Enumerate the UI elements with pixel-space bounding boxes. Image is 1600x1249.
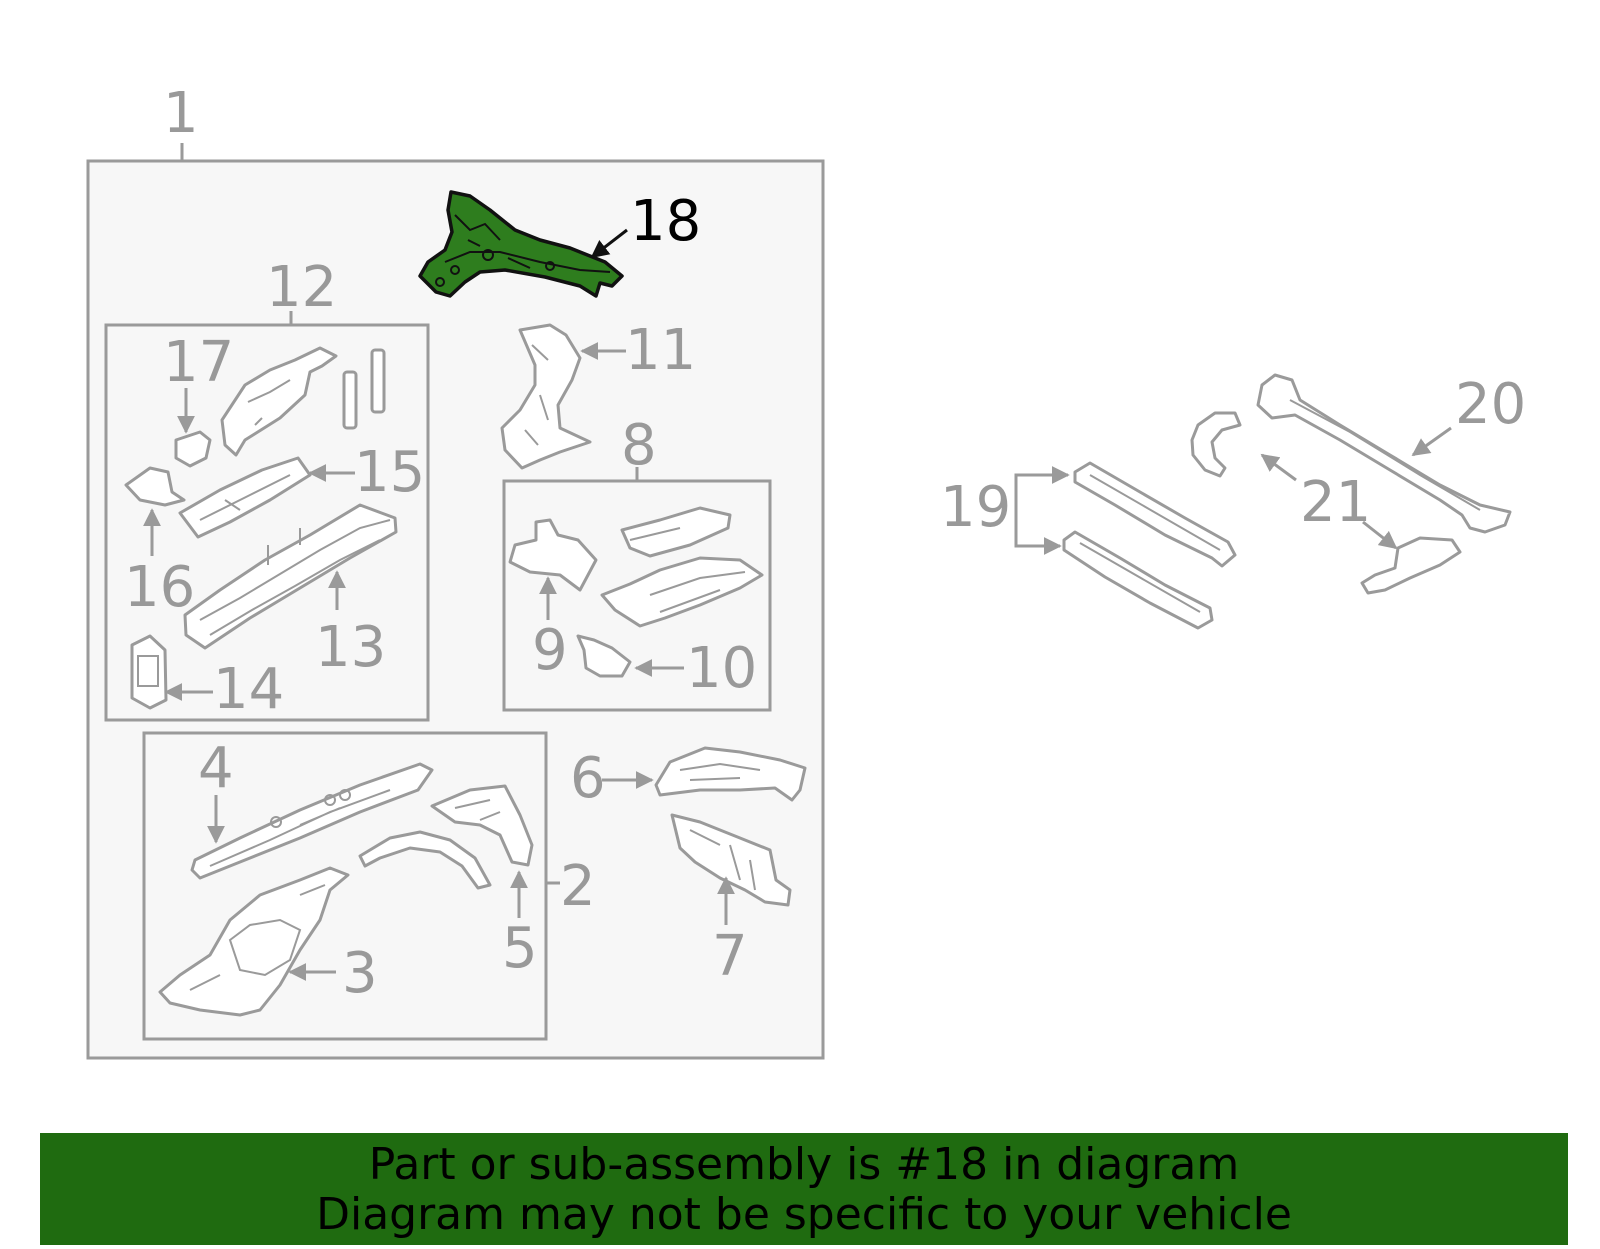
callout-20: 20	[1455, 372, 1526, 437]
callout-18: 18	[630, 189, 701, 254]
callout-8: 8	[621, 413, 657, 478]
info-banner: Part or sub-assembly is #18 in diagram D…	[40, 1133, 1568, 1245]
part-19[interactable]	[1062, 461, 1237, 630]
callout-7: 7	[712, 924, 748, 989]
callout-14: 14	[213, 657, 284, 722]
part-21[interactable]	[1190, 411, 1462, 595]
callout-19: 19	[940, 475, 1011, 540]
callout-21: 21	[1300, 470, 1371, 535]
part-12-upper-rail[interactable]	[220, 346, 386, 457]
banner-line-1: Part or sub-assembly is #18 in diagram	[368, 1139, 1240, 1190]
part-5[interactable]	[430, 784, 534, 867]
subassembly-box-12	[104, 323, 430, 722]
part-7[interactable]	[670, 813, 792, 907]
part-3[interactable]	[158, 866, 350, 1017]
subassembly-box-2	[142, 731, 548, 1041]
callout-17: 17	[163, 330, 234, 395]
callout-4: 4	[198, 736, 234, 801]
banner-line-2: Diagram may not be specific to your vehi…	[316, 1189, 1292, 1240]
part-10[interactable]	[576, 634, 632, 678]
callout-16: 16	[124, 555, 195, 620]
part-4[interactable]	[190, 762, 434, 880]
part-16[interactable]	[124, 466, 186, 507]
callout-10: 10	[686, 636, 757, 701]
callout-13: 13	[315, 615, 386, 680]
callout-6: 6	[570, 746, 606, 811]
callout-2: 2	[560, 854, 596, 919]
part-13[interactable]	[183, 503, 398, 650]
callout-3: 3	[342, 941, 378, 1006]
part-11[interactable]	[500, 323, 592, 470]
part-9[interactable]	[508, 518, 598, 592]
part-14[interactable]	[130, 634, 168, 710]
callout-11: 11	[625, 318, 696, 383]
part-2-arch[interactable]	[358, 830, 492, 890]
callout-5: 5	[502, 916, 538, 981]
part-17[interactable]	[174, 430, 212, 468]
part-8-pieces[interactable]	[600, 506, 764, 628]
part-18-highlighted[interactable]	[418, 190, 624, 298]
part-6[interactable]	[654, 746, 807, 802]
part-20[interactable]	[1256, 373, 1512, 534]
callout-15: 15	[354, 440, 425, 505]
callout-1: 1	[163, 81, 199, 146]
callout-12: 12	[266, 255, 337, 320]
callout-9: 9	[532, 618, 568, 683]
